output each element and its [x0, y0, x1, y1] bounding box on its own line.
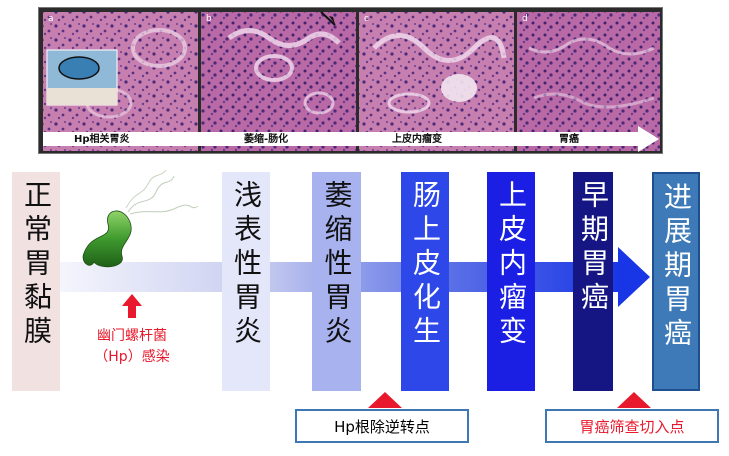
callout-text: Hp根除逆转点: [334, 418, 430, 436]
hp-eradication-reversal-callout: Hp根除逆转点: [295, 409, 469, 443]
callout-text: 胃癌筛查切入点: [579, 418, 684, 436]
stage-label: 浅表性胃炎: [232, 180, 260, 391]
stage-label: 早期胃癌: [579, 180, 607, 391]
stage-label: 上皮内瘤变: [497, 180, 525, 391]
hp-caption-line: 幽门螺杆菌: [78, 326, 186, 347]
stage-intestinal-metaplasia: 肠上皮化生: [401, 172, 449, 391]
hp-infection-caption: 幽门螺杆菌 （Hp）感染: [78, 326, 186, 368]
stage-superficial-gastritis: 浅表性胃炎: [222, 172, 270, 391]
stage-normal-mucosa: 正常胃黏膜: [12, 172, 60, 391]
stage-label: 进展期胃癌: [662, 182, 690, 389]
hp-caption-line: （Hp）感染: [78, 347, 186, 368]
stage-label: 萎缩性胃炎: [323, 180, 351, 391]
stage-atrophic-gastritis: 萎缩性胃炎: [312, 172, 361, 391]
stage-early-gastric-cancer: 早期胃癌: [573, 172, 613, 391]
stage-label: 正常胃黏膜: [22, 180, 50, 391]
gastric-cancer-screening-callout: 胃癌筛查切入点: [545, 409, 719, 443]
stage-label: 肠上皮化生: [411, 180, 439, 391]
stage-advanced-gastric-cancer: 进展期胃癌: [652, 172, 700, 391]
stage-intraepithelial-neoplasia: 上皮内瘤变: [487, 172, 535, 391]
